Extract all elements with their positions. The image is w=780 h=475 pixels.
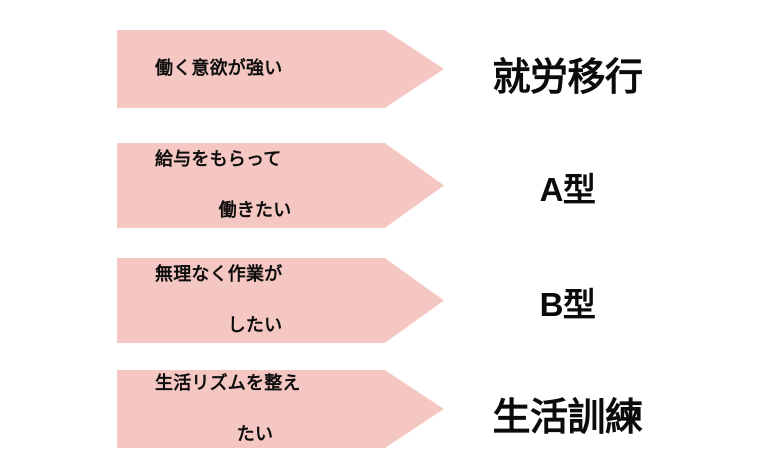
arrow-label-2-line2: 働きたい xyxy=(218,200,292,221)
arrow-label-2: 給与をもらって 働きたい xyxy=(147,143,387,228)
service-type-label-4: 生活訓練 xyxy=(492,397,643,439)
arrow-label-3: 無理なく作業が したい xyxy=(147,258,387,343)
arrow-label-4: 生活リズムを整え たい xyxy=(147,370,387,448)
arrow-label-3-line1: 無理なく作業が xyxy=(155,264,283,285)
arrow-shape-3: 無理なく作業が したい xyxy=(117,258,444,343)
diagram-row: 働く意欲が強い 就労移行 xyxy=(0,30,780,108)
service-type-label-1: 就労移行 xyxy=(492,57,643,99)
service-type-label-3: B型 xyxy=(539,286,596,323)
arrow-label-3-line2: したい xyxy=(227,315,283,336)
diagram-row: 生活リズムを整え たい 生活訓練 xyxy=(0,370,780,448)
arrow-shape-2: 給与をもらって 働きたい xyxy=(117,143,444,228)
service-type-label-2: A型 xyxy=(539,171,596,208)
arrow-label-2-line1: 給与をもらって xyxy=(155,149,282,170)
arrow-label-4-line1: 生活リズムを整え xyxy=(155,372,301,393)
arrow-label-1: 働く意欲が強い xyxy=(155,58,283,79)
arrow-label-4-line2: たい xyxy=(236,423,274,444)
diagram-row: 給与をもらって 働きたい A型 xyxy=(0,143,780,228)
diagram-row: 無理なく作業が したい B型 xyxy=(0,258,780,343)
arrow-shape-1: 働く意欲が強い xyxy=(117,30,444,108)
arrow-shape-4: 生活リズムを整え たい xyxy=(117,370,444,448)
